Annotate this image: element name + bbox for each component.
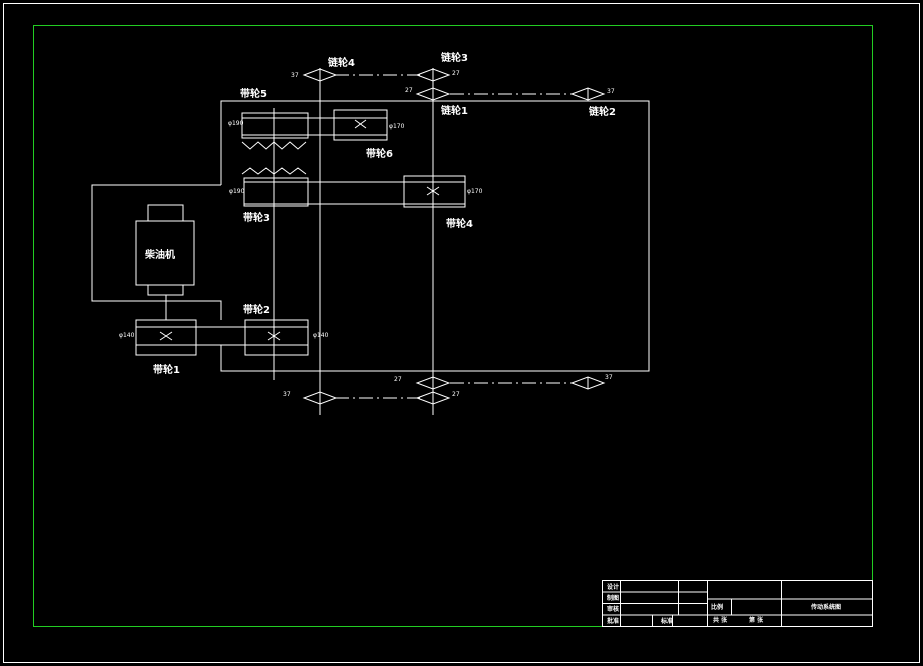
- dim-d140-left: φ140: [119, 332, 135, 339]
- belt-band-lower: [135, 326, 309, 346]
- teeth-c4-top: 37: [291, 72, 299, 79]
- inner-frame: [33, 25, 873, 627]
- teeth-c2-bottom: 37: [605, 374, 613, 381]
- pulley-belt1: [135, 319, 197, 356]
- tb-check: 审核: [607, 605, 619, 613]
- schematic: [91, 68, 650, 415]
- label-belt4: 带轮4: [446, 217, 473, 230]
- label-belt5: 带轮5: [240, 87, 267, 100]
- dim-d190-upper: φ190: [228, 120, 244, 127]
- label-belt2: 带轮2: [243, 303, 270, 316]
- frame-top: [220, 100, 650, 372]
- cross-b1-b: [159, 331, 173, 341]
- dim-d170-middle: φ170: [467, 188, 483, 195]
- teeth-c3-top: 27: [452, 70, 460, 77]
- sprocket-c1: [415, 87, 451, 101]
- teeth-c1-top: 27: [405, 87, 413, 94]
- tb-draw: 制图: [607, 594, 619, 602]
- teeth-m-bottom: 27: [452, 391, 460, 398]
- sprocket-m-bottom: [415, 391, 451, 405]
- title-block: [602, 580, 873, 627]
- tb-title: 传动系统图: [810, 603, 841, 611]
- belt-band-middle: [243, 181, 466, 205]
- tb-approve: 批准: [607, 617, 619, 625]
- tb-scale: 比例: [711, 603, 723, 611]
- tb-standard: 标准: [660, 617, 673, 625]
- pulley-belt4: [403, 175, 466, 208]
- label-engine: 柴油机: [144, 248, 175, 261]
- teeth-l-bottom: 37: [283, 391, 291, 398]
- teeth-c2-top: 37: [607, 88, 615, 95]
- engine-top-flange: [147, 204, 184, 222]
- sprocket-c1-bottom: [415, 376, 451, 390]
- sprocket-c2-bottom: [570, 376, 606, 390]
- teeth-c1-bottom: 27: [394, 376, 402, 383]
- coupling-lower: [241, 167, 307, 175]
- cross-b2-b: [267, 331, 281, 341]
- cross-b6-b: [354, 119, 367, 129]
- label-chain2: 链轮2: [588, 105, 616, 118]
- pulley-belt3: [243, 177, 309, 207]
- dim-d190-middle: φ190: [229, 188, 245, 195]
- label-chain1: 链轮1: [440, 104, 468, 117]
- sprocket-c2: [570, 87, 606, 101]
- cross-b4-b: [426, 186, 440, 196]
- sprocket-c4: [302, 68, 338, 82]
- label-belt6: 带轮6: [366, 147, 393, 160]
- sprocket-c3: [415, 68, 451, 82]
- coupling-upper: [241, 141, 307, 150]
- dim-d140-right: φ140: [313, 332, 329, 339]
- sprocket-l-bottom: [302, 391, 338, 405]
- tb-sheets-total: 共 张: [713, 616, 728, 624]
- label-chain3: 链轮3: [440, 51, 468, 64]
- dim-d170-upper: φ170: [389, 123, 405, 130]
- tb-sheet-no: 第 张: [748, 616, 764, 624]
- frame-left-loop: [91, 184, 222, 320]
- tb-design: 设计: [607, 583, 619, 591]
- outer-frame: [3, 3, 920, 663]
- label-belt1: 带轮1: [153, 363, 180, 376]
- pulley-belt5: [241, 112, 309, 139]
- pulley-belt2: [244, 319, 309, 356]
- pulley-belt6: [333, 109, 388, 141]
- label-belt3: 带轮3: [243, 211, 270, 224]
- label-chain4: 链轮4: [327, 56, 355, 69]
- engine-bottom-flange: [147, 284, 184, 296]
